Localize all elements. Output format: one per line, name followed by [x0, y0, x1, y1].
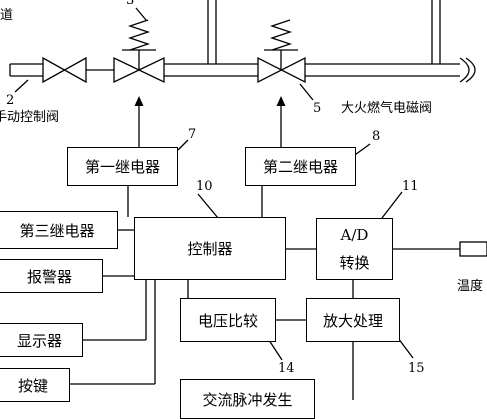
ad-label: A/D — [340, 226, 369, 244]
ad-converter-box: A/D 转换 — [316, 218, 393, 280]
label-number-2: 2 — [6, 93, 15, 108]
label-number-8: 8 — [372, 129, 381, 144]
label-number-11: 11 — [402, 179, 419, 194]
temperature-label: 温度 — [457, 279, 484, 294]
relay-1-label: 第一继电器 — [84, 158, 160, 176]
label-number-3: 3 — [126, 0, 135, 8]
conversion-label: 转换 — [339, 254, 370, 272]
burner-end — [459, 57, 476, 83]
relay-2-label: 第二继电器 — [262, 158, 338, 176]
pipe-label: 道 — [0, 8, 14, 23]
label-number-5: 5 — [313, 101, 322, 116]
relay-2-box: 第二继电器 — [245, 147, 356, 186]
relay-1-box: 第一继电器 — [67, 147, 178, 186]
voltage-compare-box: 电压比较 — [180, 298, 276, 342]
solenoid-valve-3-icon — [113, 56, 165, 84]
diagram-lines — [9, 0, 487, 400]
amplify-label: 放大处理 — [322, 311, 383, 330]
arrow-up-icon — [276, 96, 286, 106]
display-box: 显示器 — [0, 323, 83, 357]
gas-valve-label: 大火燃气电磁阀 — [341, 101, 433, 116]
label-number-15: 15 — [408, 361, 425, 376]
manual-valve-label: 手动控制阀 — [0, 110, 60, 125]
button-box: 按键 — [0, 368, 70, 402]
amplify-box: 放大处理 — [306, 298, 400, 342]
voltage-compare-label: 电压比较 — [197, 311, 258, 330]
display-label: 显示器 — [16, 331, 62, 350]
button-label: 按键 — [17, 376, 48, 395]
controller-box: 控制器 — [134, 217, 286, 280]
spring-3-icon — [127, 19, 151, 51]
label-number-14: 14 — [278, 361, 295, 376]
alarm-label: 报警器 — [26, 267, 72, 286]
manual-valve-icon — [42, 56, 87, 84]
solenoid-valve-5-icon — [257, 56, 306, 84]
relay-3-label: 第三继电器 — [19, 221, 95, 240]
controller-label: 控制器 — [187, 240, 233, 258]
arrow-up-icon — [134, 96, 144, 106]
alarm-box: 报警器 — [0, 259, 103, 293]
spring-5-icon — [269, 19, 293, 51]
relay-3-box: 第三继电器 — [0, 211, 118, 249]
label-number-10: 10 — [196, 179, 213, 194]
label-number-7: 7 — [188, 127, 197, 142]
ac-pulse-box: 交流脉冲发生 — [180, 379, 315, 419]
